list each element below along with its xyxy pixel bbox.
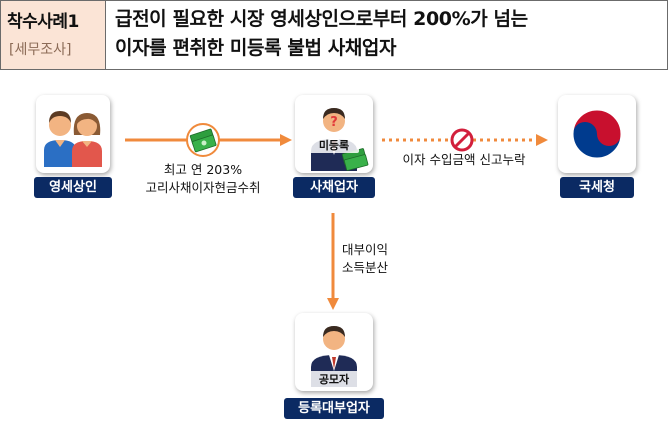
case-tag: 착수사례1 [세무조사] [1,1,106,69]
registered-label: 등록대부업자 [284,398,384,419]
note-lender-to-registered: 대부이익 소득분산 [342,241,412,277]
note-income-split: 소득분산 [342,260,389,275]
merchants-card [36,95,110,173]
description-line-2: 이자를 편취한 미등록 불법 사채업자 [115,37,397,59]
note-rate: 최고 연 203% [163,162,243,177]
lender-person-icon: ? [311,108,369,171]
nts-label: 국세청 [560,177,634,198]
note-merchants-to-lender: 최고 연 203% 고리사채이자현금수취 [128,161,278,197]
merchants-label: 영세상인 [34,177,112,198]
prohibit-icon [450,128,474,152]
money-badge-icon [186,123,220,157]
lender-badge: 미등록 [309,137,359,153]
description-line-1: 급전이 필요한 시장 영세상인으로부터 200%가 넘는 [115,8,528,30]
merchants-people-icon [44,111,102,167]
case-title: 착수사례1 [7,12,79,32]
lender-label: 사채업자 [293,177,375,198]
svg-text:?: ? [330,115,338,130]
case-subtitle: [세무조사] [9,42,72,58]
nts-card [558,95,636,173]
header-banner: 착수사례1 [세무조사] 급전이 필요한 시장 영세상인으로부터 200%가 넘… [0,0,668,70]
arrowhead-merchants-to-lender [280,134,292,146]
note-lender-to-nts: 이자 수입금액 신고누락 [402,152,526,167]
case-description: 급전이 필요한 시장 영세상인으로부터 200%가 넘는 이자를 편취한 미등록… [115,5,528,63]
arrowhead-lender-to-registered [327,298,339,310]
note-profit: 대부이익 [342,242,389,257]
arrowhead-lender-to-nts [536,134,548,146]
note-cash-interest: 고리사채이자현금수취 [145,180,261,195]
registered-card: 공모자 [295,313,373,391]
lender-card: ? 미등록 [295,95,373,173]
nts-logo-icon [572,109,622,159]
registered-badge: 공모자 [309,371,359,387]
